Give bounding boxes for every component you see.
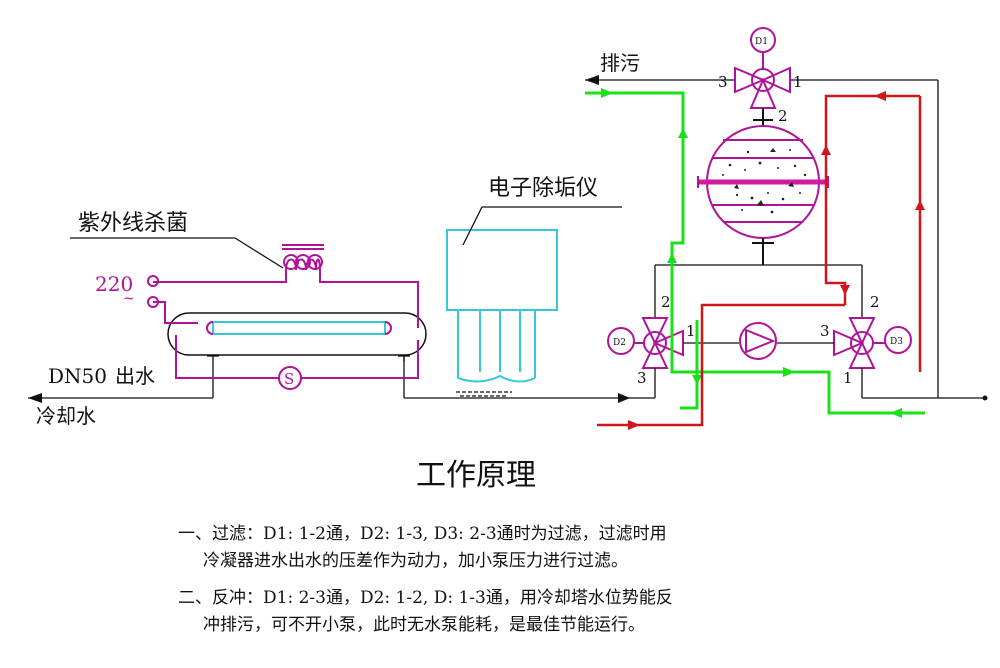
- valve-d1-port-2: 2: [778, 107, 788, 125]
- power-terminal-b: [147, 296, 159, 308]
- red-flow-path: [597, 91, 925, 430]
- ballast-s: [278, 366, 302, 390]
- dn50-label: DN50: [48, 364, 107, 388]
- valve-d2-port-3: 3: [637, 369, 647, 387]
- cooling-water-label: 冷却水: [36, 404, 96, 428]
- valve-d1-port-3: 3: [718, 73, 728, 91]
- valve-d2-port-1: 1: [686, 322, 696, 340]
- valve-d2-tag: D2: [613, 338, 626, 348]
- valve-d1-tag: D1: [755, 37, 768, 47]
- descaler-label: 电子除垢仪: [488, 176, 598, 201]
- uv-label: 紫外线杀菌: [78, 211, 188, 236]
- valve-d3-port-2: 2: [870, 293, 880, 311]
- description-line-4: 冲排污，可不开小泵，此时无水泵能耗，是最佳节能运行。: [203, 615, 645, 635]
- valve-d2-port-2: 2: [661, 293, 671, 311]
- discharge-label: 排污: [600, 51, 640, 75]
- valve-d3-tag: D3: [890, 337, 903, 347]
- valve-d3-port-3: 3: [820, 322, 830, 340]
- ballast-s-label: S: [284, 370, 294, 388]
- green-flow-path: [585, 88, 925, 418]
- description-line-2: 冷凝器进水出水的压差作为动力，加小泵压力进行过滤。: [203, 551, 628, 571]
- voltage-label: 220: [95, 272, 133, 296]
- diagram-title: 工作原理: [416, 458, 536, 493]
- uv-sterilizer: [167, 312, 427, 398]
- valve-manifold: [654, 264, 863, 318]
- voltage-ac-symbol: ~: [123, 291, 135, 307]
- description-line-1: 一、过滤：D1: 1-2通，D2: 1-3, D3: 2-3通时为过滤，过滤时用: [178, 524, 667, 544]
- power-terminal-a: [147, 275, 159, 287]
- booster-pump: [683, 322, 834, 360]
- outlet-pipe: [28, 393, 213, 403]
- valve-d1: [734, 27, 791, 109]
- description-line-3: 二、反冲：D1: 2-3通，D2: 1-2, D: 1-3通，用冷却塔水位势能反: [178, 588, 673, 608]
- uv-coil: [282, 244, 324, 271]
- filter-tank: [697, 125, 829, 239]
- valve-d1-port-1: 1: [793, 73, 803, 91]
- bottom-piping: [654, 368, 988, 401]
- main-pipe: [403, 355, 655, 403]
- valve-d3-port-1: 1: [843, 369, 853, 387]
- uv-wiring: [153, 270, 419, 379]
- discharge-line: [585, 75, 939, 398]
- electronic-descaler: [446, 229, 558, 397]
- outlet-label: 出水: [115, 364, 155, 388]
